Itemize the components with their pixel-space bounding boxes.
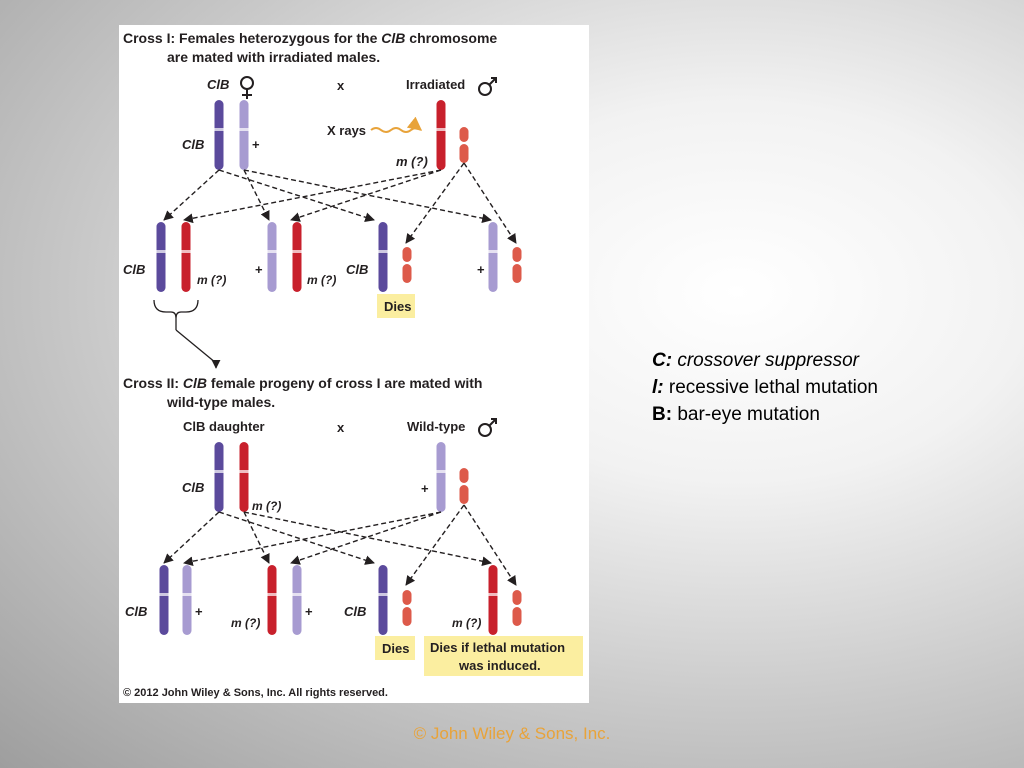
c1-progeny3-clb-chromosome	[378, 222, 388, 292]
cross1-male-x-chromosome	[436, 100, 446, 170]
xray-arrow-icon	[370, 116, 423, 133]
figure-copyright: © 2012 John Wiley & Sons, Inc. All right…	[123, 687, 388, 699]
cross2-plus-label: +	[421, 481, 429, 496]
legend-item-l: l: recessive lethal mutation	[652, 377, 878, 398]
c2-progeny1-plus-chromosome	[182, 565, 192, 635]
cross2-title-line1: Cross II: ClB female progeny of cross I …	[123, 375, 482, 391]
c1-progeny2-m-label: m (?)	[307, 273, 336, 287]
c2-progeny4-m-chromosome	[488, 565, 498, 635]
legend-item-c: C: crossover suppressor	[652, 350, 859, 371]
cross2-female-label: ClB daughter	[183, 419, 265, 434]
c2-dies-if-lethal-box	[424, 636, 583, 676]
c1-progeny2-plus-chromosome	[267, 222, 277, 292]
c2-progeny3-clb-chromosome	[378, 565, 388, 635]
footer-copyright: © John Wiley & Sons, Inc.	[413, 724, 611, 743]
genetics-figure: Cross I: Females heterozygous for the Cl…	[119, 25, 589, 703]
c1-progeny3-y-chromosome	[402, 247, 412, 283]
c2-progeny2-plus-label: +	[305, 604, 313, 619]
cross2-female-m-chromosome	[239, 442, 249, 512]
c2-progeny3-clb-label: ClB	[344, 604, 366, 619]
cross2-arrows	[163, 504, 517, 586]
c2-progeny3-y-chromosome	[402, 590, 412, 626]
c2-progeny2-m-label: m (?)	[231, 616, 260, 630]
c1-progeny2-plus-label: +	[255, 262, 263, 277]
c1-progeny1-m-chromosome	[181, 222, 191, 292]
cross2-cross-symbol: x	[337, 420, 345, 435]
c2-progeny1-clb-chromosome	[159, 565, 169, 635]
c1-progeny4-plus-label: +	[477, 262, 485, 277]
c1-progeny1-clb-chromosome	[156, 222, 166, 292]
cross2-male-label: Wild-type	[407, 419, 465, 434]
c1-progeny4-plus-chromosome	[488, 222, 498, 292]
cross2-clb-label: ClB	[182, 480, 204, 495]
male-symbol-icon	[478, 418, 497, 437]
cross1-female-label: ClB	[207, 77, 229, 92]
progeny-brace	[153, 299, 221, 369]
c2-progeny4-y-chromosome	[512, 590, 522, 626]
female-symbol-icon	[240, 76, 254, 99]
cross1-clb-label: ClB	[182, 137, 204, 152]
cross1-male-y-chromosome	[459, 127, 469, 163]
cross2-title-line2: wild-type males.	[166, 394, 275, 410]
c1-progeny2-m-chromosome	[292, 222, 302, 292]
c1-dies-box	[377, 294, 415, 318]
c2-progeny4-m-label: m (?)	[452, 616, 481, 630]
c2-progeny2-plus-chromosome	[292, 565, 302, 635]
cross2-male-plus-chromosome	[436, 442, 446, 512]
c2-dies-label: Dies	[382, 641, 409, 656]
cross2-m-label: m (?)	[252, 499, 281, 513]
legend-item-b: B: bar-eye mutation	[652, 404, 820, 425]
c2-progeny1-plus-label: +	[195, 604, 203, 619]
c2-progeny2-m-chromosome	[267, 565, 277, 635]
c1-progeny1-m-label: m (?)	[197, 273, 226, 287]
cross1-female-clb-chromosome	[214, 100, 224, 170]
cross1-cross-symbol: x	[337, 78, 345, 93]
male-symbol-icon	[478, 77, 497, 96]
cross1-plus-label: +	[252, 137, 260, 152]
c2-dies-if-lethal-line2: was induced.	[458, 658, 541, 673]
cross1-arrows	[163, 162, 517, 244]
cross1-m-label: m (?)	[396, 154, 428, 169]
c1-dies-label: Dies	[384, 299, 411, 314]
c2-dies-if-lethal-line1: Dies if lethal mutation	[430, 640, 565, 655]
cross1-title-line1: Cross I: Females heterozygous for the Cl…	[123, 30, 497, 46]
cross2-male-y-chromosome	[459, 468, 469, 504]
xrays-label: X rays	[327, 123, 366, 138]
cross1-female-plus-chromosome	[239, 100, 249, 170]
c1-progeny3-clb-label: ClB	[346, 262, 368, 277]
cross1-male-label: Irradiated	[406, 77, 465, 92]
cross1-title-line2: are mated with irradiated males.	[167, 49, 380, 65]
c2-progeny1-clb-label: ClB	[125, 604, 147, 619]
c1-progeny1-clb-label: ClB	[123, 262, 145, 277]
c2-dies-box	[375, 636, 415, 660]
legend: C: crossover suppressor l: recessive let…	[652, 347, 878, 428]
c1-progeny4-y-chromosome	[512, 247, 522, 283]
cross2-female-clb-chromosome	[214, 442, 224, 512]
